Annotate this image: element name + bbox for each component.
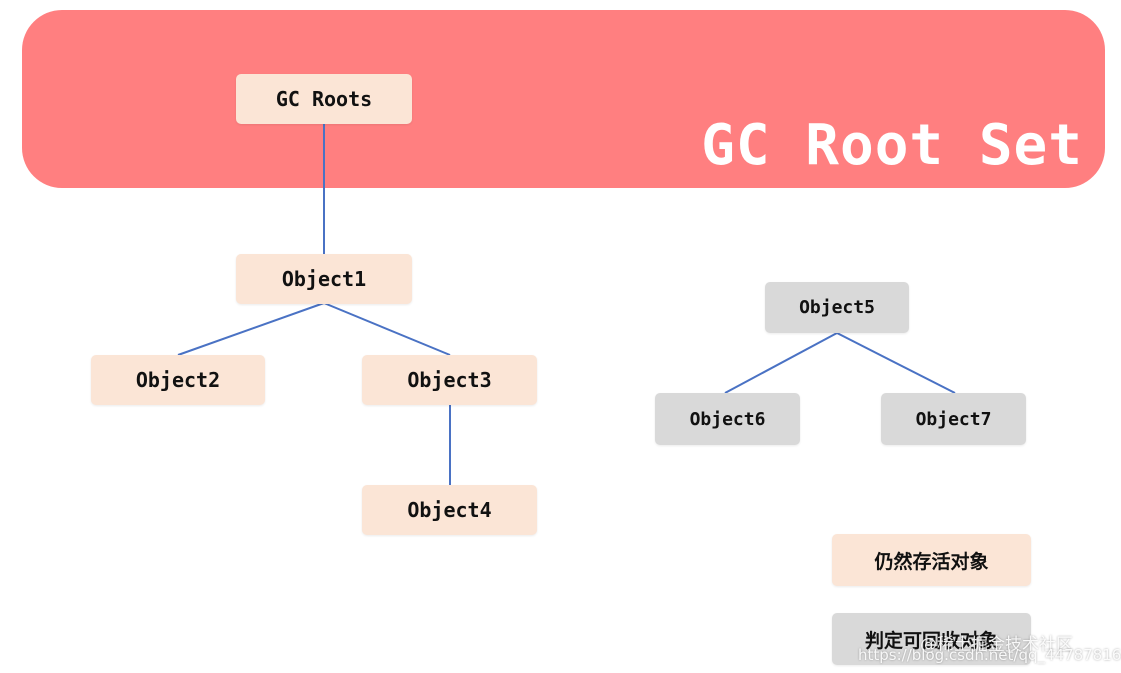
object4-node: Object4	[362, 485, 537, 535]
edge-object5-object6	[724, 332, 838, 394]
object1-node: Object1	[236, 254, 412, 304]
legend-collectable: 判定可回收对象	[832, 613, 1031, 665]
gc-root-set-title: GC Root Set	[701, 113, 1083, 178]
gc-roots-node: GC Roots	[236, 74, 412, 124]
edge-object1-object2	[177, 302, 325, 356]
object5-node: Object5	[765, 282, 909, 333]
object3-node: Object3	[362, 355, 537, 405]
object6-node: Object6	[655, 393, 800, 445]
edge-object1-object3	[323, 302, 451, 356]
edge-object5-object7	[836, 332, 956, 394]
legend-alive: 仍然存活对象	[832, 534, 1031, 586]
gc-root-set-band: GC Root Set	[22, 10, 1105, 188]
object2-node: Object2	[91, 355, 265, 405]
object7-node: Object7	[881, 393, 1026, 445]
